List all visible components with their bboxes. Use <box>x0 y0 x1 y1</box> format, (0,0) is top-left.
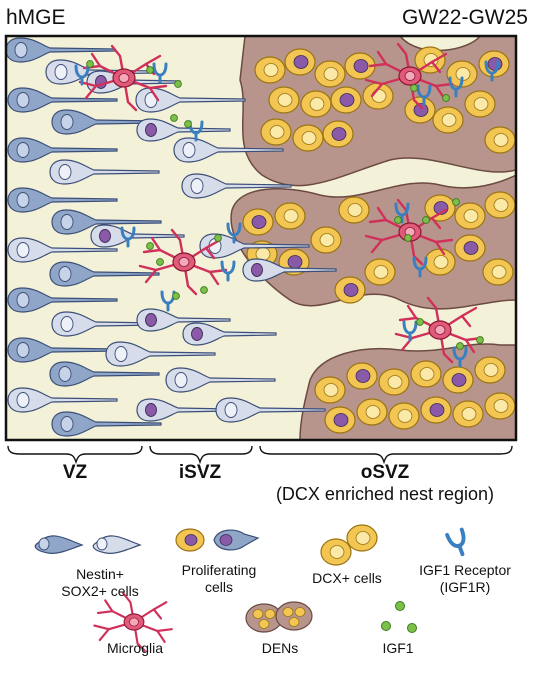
region-label: hMGE <box>6 6 66 29</box>
legend-proliferating-label: Proliferating cells <box>164 562 274 596</box>
legend-igf1r-label: IGF1 Receptor (IGF1R) <box>400 562 530 596</box>
legend-igf1r-symbol <box>445 527 472 559</box>
legend-nestin-line1: Nestin+ <box>76 566 124 582</box>
legend-proliferating-symbol <box>175 528 260 552</box>
legend-nestin-symbol <box>34 535 142 554</box>
legend-igf1r-line1: IGF1 Receptor <box>419 562 511 578</box>
zone-brackets <box>7 445 513 465</box>
legend-dcx-symbol <box>320 524 378 566</box>
zone-label-isvz: iSVZ <box>178 462 222 483</box>
legend-nestin-label: Nestin+ SOX2+ cells <box>40 566 160 600</box>
legend-dens-label: DENs <box>261 640 299 656</box>
legend-proliferating-line2: cells <box>204 579 233 595</box>
stage-label: GW22-GW25 <box>401 6 528 29</box>
legend-symbols <box>34 524 472 652</box>
legend-dcx-label: DCX+ cells <box>312 570 382 586</box>
legend-nestin-line2: SOX2+ cells <box>61 583 139 599</box>
legend-microglia-label: Microglia <box>106 640 163 656</box>
zone-label-osvz: oSVZ <box>360 462 410 483</box>
zone-label-vz: VZ <box>62 462 88 483</box>
legend-igf1r-line2: (IGF1R) <box>439 579 491 595</box>
zone-sublabel-osvz: (DCX enriched nest region) <box>275 484 495 504</box>
tissue-panel <box>4 34 518 442</box>
legend-igf1-label: IGF1 <box>382 640 414 656</box>
legend-proliferating-line1: Proliferating <box>181 562 257 578</box>
legend-igf1-symbol <box>381 601 417 633</box>
legend-dens-symbol <box>245 601 313 633</box>
